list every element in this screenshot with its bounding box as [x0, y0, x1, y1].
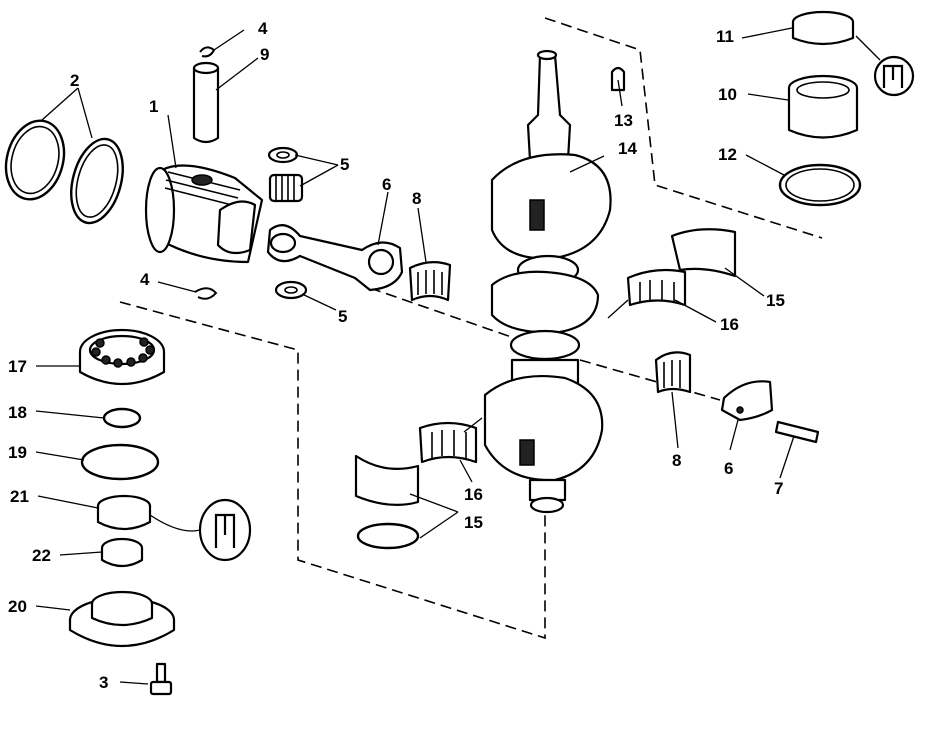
main-bearing-right: [626, 228, 737, 307]
callout-18: 18: [8, 403, 27, 422]
callout-5a: 5: [340, 155, 349, 174]
callout-10: 10: [718, 85, 737, 104]
callout-19: 19: [8, 443, 27, 462]
callout-2: 2: [70, 71, 79, 90]
callout-11: 11: [716, 27, 734, 46]
callout-6b: 6: [724, 459, 733, 478]
callout-6a: 6: [382, 175, 391, 194]
main-bearing-left: [354, 421, 478, 550]
callout-22: 22: [32, 546, 51, 565]
callout-4a: 4: [258, 19, 268, 38]
callout-8b: 8: [672, 451, 681, 470]
assembly-dashed-lines: [119, 17, 823, 640]
woodruff-key: [610, 66, 626, 92]
crankshaft: [483, 49, 612, 514]
upper-bearing-set: [778, 10, 862, 207]
callout-21: 21: [10, 487, 29, 506]
rod-bearing-upper: [408, 261, 452, 302]
bearing-housing: [68, 590, 176, 647]
callout-5b: 5: [338, 307, 347, 326]
wrist-pin: [192, 61, 220, 144]
o-ring: [80, 443, 160, 481]
apply-sealer-icon: [873, 55, 915, 97]
apply-sealer-icon: [198, 498, 252, 562]
callout-16a: 16: [720, 315, 739, 334]
callout-15a: 15: [766, 291, 785, 310]
callout-13: 13: [614, 111, 633, 130]
callout-20: 20: [8, 597, 27, 616]
leader-lines: [35, 27, 881, 685]
callout-15b: 15: [464, 513, 483, 532]
callout-9: 9: [260, 45, 269, 64]
callout-labels: 1 2 3 4 4 5 5 6 6 7 8 8 9 10 11 12 13 14…: [8, 19, 785, 692]
callout-8a: 8: [412, 189, 421, 208]
callout-16b: 16: [464, 485, 483, 504]
wrist-pin-bearings: [267, 146, 308, 300]
callout-4b: 4: [140, 270, 150, 289]
ball-bearing: [78, 328, 166, 386]
callout-14: 14: [618, 139, 637, 158]
screw: [149, 662, 173, 696]
snap-ring: [102, 407, 142, 429]
callout-17: 17: [8, 357, 27, 376]
callout-7: 7: [774, 479, 783, 498]
lower-seals: [96, 494, 152, 568]
rod-cap-assembly: [654, 351, 820, 444]
piston: [144, 164, 264, 264]
piston-rings: [4, 119, 124, 225]
callout-12: 12: [718, 145, 737, 164]
callout-3: 3: [99, 673, 108, 692]
connecting-rod: [266, 224, 404, 292]
callout-1: 1: [149, 97, 158, 116]
